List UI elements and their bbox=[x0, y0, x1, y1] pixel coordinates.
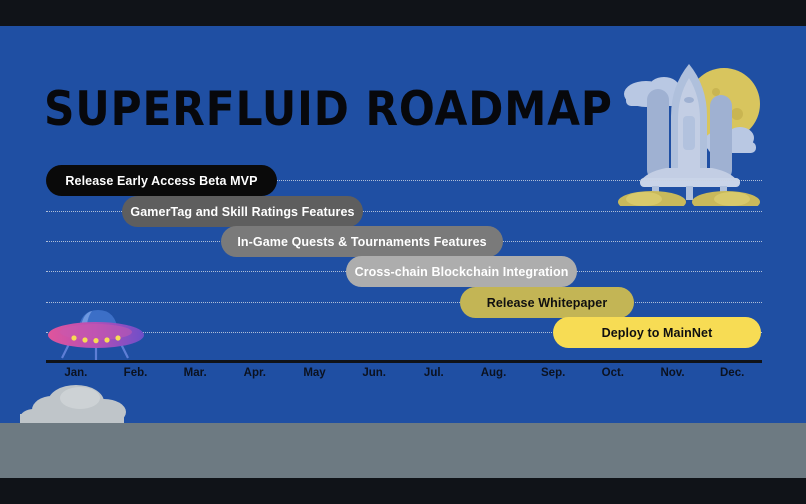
month-labels: Jan. Feb. Mar. Apr. May Jun. Jul. Aug. S… bbox=[46, 367, 762, 387]
ufo-icon bbox=[48, 310, 144, 360]
month-label-apr: Apr. bbox=[243, 367, 267, 379]
leader-line bbox=[46, 180, 762, 181]
month-label-oct: Oct. bbox=[601, 367, 625, 379]
milestone-row: GamerTag and Skill Ratings Features bbox=[0, 196, 806, 227]
month-label-jan: Jan. bbox=[64, 367, 88, 379]
month-label-may: May bbox=[303, 367, 326, 379]
leader-line bbox=[46, 211, 762, 212]
month-label-feb: Feb. bbox=[123, 367, 148, 379]
bottom-letterbox-band bbox=[0, 478, 806, 504]
milestone-row: Deploy to MainNet bbox=[0, 317, 806, 348]
ground-band bbox=[0, 423, 806, 478]
top-letterbox-band bbox=[0, 0, 806, 26]
month-label-sep: Sep. bbox=[541, 367, 566, 379]
month-label-nov: Nov. bbox=[660, 367, 685, 379]
cloud-illustration bbox=[20, 384, 180, 428]
milestone-row: In-Game Quests & Tournaments Features bbox=[0, 226, 806, 257]
milestone-row: Release Whitepaper bbox=[0, 287, 806, 318]
month-label-jul: Jul. bbox=[423, 367, 444, 379]
month-label-mar: Mar. bbox=[183, 367, 207, 379]
milestone-bar-5[interactable]: Release Whitepaper bbox=[460, 287, 634, 318]
milestone-bar-4[interactable]: Cross-chain Blockchain Integration bbox=[346, 256, 577, 287]
leader-line bbox=[46, 332, 762, 333]
page-title: SUPERFLUID ROADMAP bbox=[44, 82, 613, 137]
milestone-bar-6[interactable]: Deploy to MainNet bbox=[553, 317, 761, 348]
month-label-jun: Jun. bbox=[362, 367, 386, 379]
ufo-illustration bbox=[44, 302, 148, 364]
milestone-bar-2[interactable]: GamerTag and Skill Ratings Features bbox=[122, 196, 363, 227]
month-label-dec: Dec. bbox=[720, 367, 745, 379]
milestone-bar-1[interactable]: Release Early Access Beta MVP bbox=[46, 165, 277, 196]
timeline-axis bbox=[46, 360, 762, 363]
milestone-bar-3[interactable]: In-Game Quests & Tournaments Features bbox=[221, 226, 503, 257]
leader-line bbox=[46, 302, 762, 303]
cloud-icon bbox=[20, 385, 126, 428]
milestone-row: Release Early Access Beta MVP bbox=[0, 165, 806, 196]
milestone-row: Cross-chain Blockchain Integration bbox=[0, 256, 806, 287]
month-label-aug: Aug. bbox=[480, 367, 507, 379]
